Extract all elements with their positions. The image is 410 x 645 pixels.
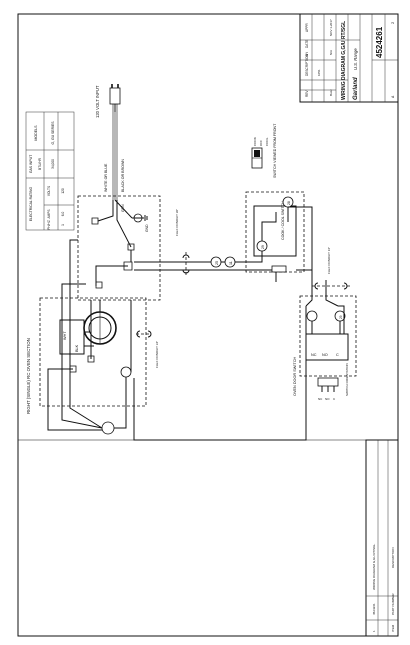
switch-orientation-label: SWITCH ORIENTATION [345,363,349,396]
oven-section-box [39,297,147,407]
amps-header: AMPS [47,209,51,218]
power-cord [112,112,118,200]
flex-conduit-label-top: FLEX CONDUIT 30" [175,209,179,236]
parts-item-header: ITEM [391,624,395,632]
scale-value: N/A [329,50,333,55]
connector-block [271,265,287,273]
rev-header-date: DATE [305,40,309,48]
volts-header: VOLTS [47,186,51,196]
title-block: REV DESCRIPTION BY DATE APPR 1051 Bozz N… [299,13,399,103]
main-loop-wires [61,239,103,429]
parts-desc-header: DESCRIPTION [391,547,395,568]
door-c-label: C [336,353,339,357]
orient-nc: NC [318,397,323,401]
models-header: MODELS [34,125,38,141]
switch-selector [251,147,263,169]
btu-value: 34,000 [51,159,55,169]
terminal-29-label: 29 [261,245,265,249]
power-plug [109,84,121,112]
cook-cool-switch-box [245,191,305,273]
gnd-label: GND [145,224,149,232]
ground-terminal [132,213,148,223]
electrical-rating-table: MODELS G, GU SERIES GAS INPUT BTU/HR 34,… [25,111,75,231]
model-name: G, GU SERIES [51,121,55,145]
parts-part-header: PART NUMBER [391,593,395,615]
wht-label: WHT [63,331,67,340]
blk-label: BLK [75,344,79,352]
door-no-label: NO [322,353,328,357]
wire-11-label: 11 [229,261,233,265]
parts-description: WIRING DIAGRAM G,GU RT/SGL [372,544,376,590]
oven-section-label: RIGHT (SINGLE) RC OVEN SECTION [26,338,31,414]
gas-input-title: GAS INPUT [29,155,33,173]
switch-cook-label: COOK [253,137,257,146]
wire-marker-25 [210,256,222,268]
motor-leads [59,319,85,355]
cook-cool-label: COOK / COOL SWITCH [281,201,285,240]
switch-off-label: OFF [259,140,263,146]
switch-cool-label: COOL [265,137,269,146]
wire-marker-11 [224,256,236,268]
parts-list: 1 4524261 WIRING DIAGRAM G,GU RT/SGL ITE… [365,439,399,637]
box-internal-wires [97,199,133,248]
oven-door-switch-label: OVEN DOOR SWITCH [293,357,297,396]
size-value: A [391,95,395,98]
switch-orientation-graphic [317,377,339,392]
black-wire-label: BLACK OR BROWN [121,159,125,192]
rev-header-by: BY [305,51,309,56]
brand-sub: U.S. Range [353,48,358,70]
volts-value: 120 [61,188,65,194]
part-number: 4524261 [375,26,384,58]
door-switch-terminal-a [306,310,318,322]
conduit-break-1 [182,252,190,276]
orient-no: NO [325,397,330,401]
revision-value: 2 [390,21,395,24]
parts-part-number: 4524261 [372,603,376,615]
oven-terminal-c [120,366,132,378]
orient-c: C [333,397,336,401]
drawing-title: WIRING DIAGRAM G,G/U RT/SGL [341,21,347,100]
brand-logo: Garland [353,77,359,100]
electrical-rating-title: ELECTRICAL RATING [29,186,33,221]
oven-motor [83,311,117,345]
thermostat-component [101,421,115,435]
btu-header: BTU/HR [38,157,42,170]
junction-terminals [91,217,135,289]
input-voltage-label: 120 VOLT INPUT [95,85,100,118]
rev-header-description: DESCRIPTION [305,54,309,76]
cook-cool-switch [253,205,297,257]
rev-header-rev: REV [305,90,309,97]
sheet-date: NOV 1-2017 [329,19,333,36]
phhz-header: PH/HZ [47,220,51,230]
terminal-28-label: 28 [287,201,291,205]
wire-25-label: 25 [215,261,219,265]
parts-item-number: 1 [372,630,376,632]
sheet-border [17,13,399,637]
ecn-number: 1051 [317,69,321,76]
junction-box [77,195,161,301]
conduit-break-2 [312,282,350,290]
door-switch-terminal-b-label: 29 [339,315,343,319]
door-nc-label: NC [311,353,317,357]
flex-conduit-label-right: FLEX CONDUIT 16" [327,247,331,274]
wires-to-switch [134,261,250,271]
switch-view-label: SWITCH VIEWED FROM FRONT [273,123,277,178]
phhz-value: 1 [61,224,65,226]
drawn-by: Bozz [329,89,333,96]
white-wire-label: WHITE OR BLUE [104,163,108,192]
amps-value: 6.0 [61,212,65,217]
door-switch-box [299,295,357,377]
conduit-break-3 [136,330,152,338]
flex-conduit-label-bottom: FLEX CONDUIT 34" [155,341,159,368]
wiring-diagram: 120 VOLT INPUT WHITE OR BLUE BLACK OR BR… [26,84,357,441]
rev-header-appr: APPR [305,23,309,32]
